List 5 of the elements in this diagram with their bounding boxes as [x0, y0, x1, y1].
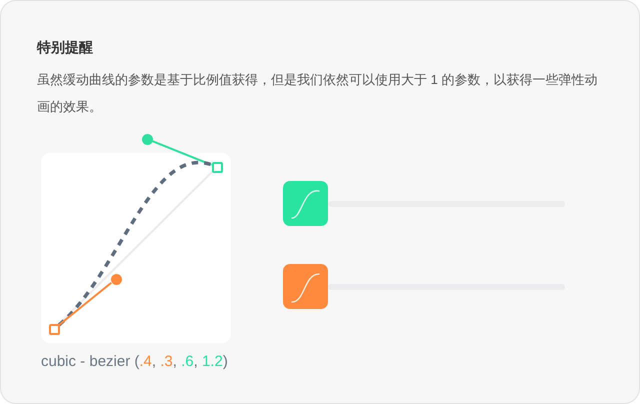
- caption: cubic - bezier (.4, .3, .6, 1.2): [41, 352, 228, 372]
- handle-line: [58, 282, 112, 326]
- handle-line: [152, 140, 212, 166]
- heading: 特别提醒: [37, 38, 93, 57]
- paragraph: 虽然缓动曲线的参数是基于比例值获得，但是我们依然可以使用大于 1 的参数，以获得一些弹性动画的效果。: [37, 71, 598, 116]
